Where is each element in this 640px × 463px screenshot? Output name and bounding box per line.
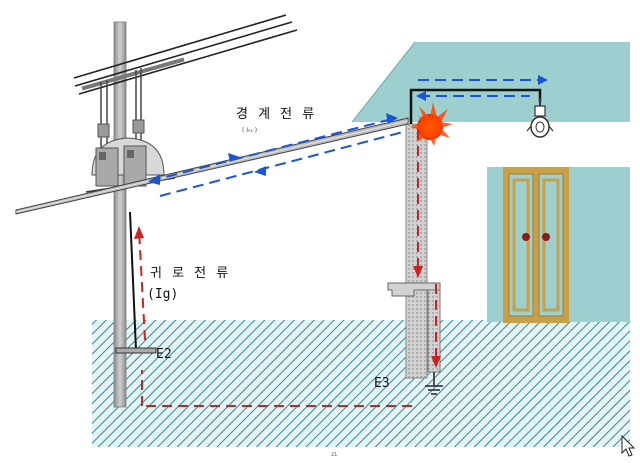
fault-current-path [149, 79, 545, 197]
ground-plate-e2 [115, 347, 157, 354]
transformer-icon [85, 137, 176, 193]
ground-area [92, 320, 630, 447]
insulator-left [97, 123, 110, 138]
ceiling-conduit [409, 88, 542, 124]
page-marker: 21 [331, 452, 338, 458]
ig-label: (Ig) [147, 287, 179, 302]
overhead-wires [73, 14, 298, 95]
lamp-icon [526, 98, 554, 138]
e3-label: E3 [374, 376, 390, 391]
wall-bracket [387, 282, 441, 297]
return-current-path [138, 130, 437, 407]
door-knob-right [542, 233, 550, 241]
fault-arrowheads [148, 75, 548, 185]
ground-conductor-e2 [129, 211, 137, 351]
spark-icon [410, 102, 453, 146]
service-cable [15, 117, 409, 215]
ground-symbol-icon [425, 372, 443, 395]
insulator-right [132, 119, 145, 134]
door-knob-left [522, 233, 530, 241]
pole-crossarm [81, 57, 185, 91]
door [503, 167, 569, 323]
e2-label: E2 [156, 347, 172, 362]
utility-pole [113, 21, 127, 408]
building-post [405, 123, 428, 379]
leakage-current-label: 경 계 전 류 [236, 107, 318, 122]
roof-edge [351, 41, 416, 123]
mouse-cursor-icon [621, 434, 636, 457]
leakage-current-sublabel: ( I₀₁ ) [242, 127, 258, 134]
building-roof [352, 42, 630, 122]
return-arrowheads [134, 226, 441, 368]
return-current-label: 귀 로 전 류 [150, 266, 232, 281]
